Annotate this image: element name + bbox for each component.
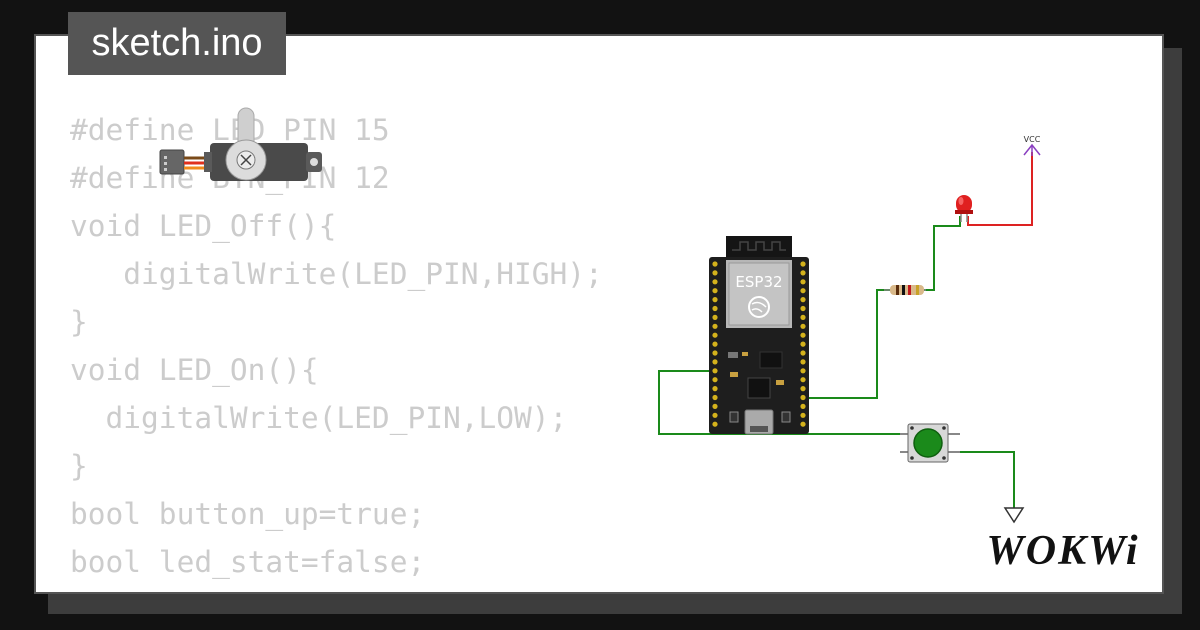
- esp32-board[interactable]: ESP32: [709, 236, 809, 435]
- code-line: void LED_On(){: [70, 353, 319, 387]
- header-pin[interactable]: [712, 305, 718, 312]
- led[interactable]: [955, 195, 973, 222]
- boot-button[interactable]: [781, 411, 791, 423]
- code-line: void LED_Off(){: [70, 209, 337, 243]
- preview-card: #define LED_PIN 15#define BTN_PIN 12void…: [34, 34, 1164, 594]
- header-pin[interactable]: [800, 359, 806, 365]
- code-listing: #define LED_PIN 15#define BTN_PIN 12void…: [70, 106, 603, 586]
- header-pin[interactable]: [712, 421, 718, 427]
- code-line: digitalWrite(LED_PIN,HIGH);: [70, 257, 603, 291]
- header-pin[interactable]: [800, 368, 806, 374]
- en-button[interactable]: [729, 411, 739, 423]
- resistor[interactable]: [884, 285, 926, 295]
- header-pin[interactable]: [800, 341, 806, 347]
- header-pin[interactable]: [800, 403, 806, 409]
- code-line: }: [70, 305, 88, 339]
- header-pin[interactable]: [712, 394, 718, 401]
- header-pin[interactable]: [712, 288, 718, 294]
- pin-header-left: [712, 261, 718, 427]
- header-pin[interactable]: [712, 270, 718, 276]
- header-pin[interactable]: [800, 323, 806, 329]
- header-pin[interactable]: [712, 341, 718, 347]
- header-pin[interactable]: [800, 394, 806, 401]
- wokwi-logo: WOKWi: [986, 528, 1139, 574]
- vcc-symbol[interactable]: VCC: [1023, 135, 1041, 156]
- vcc-label: VCC: [1024, 135, 1041, 144]
- header-pin[interactable]: [800, 386, 806, 392]
- header-pin[interactable]: [800, 314, 806, 320]
- header-pin[interactable]: [712, 279, 718, 285]
- pin-header-right: [800, 261, 806, 427]
- code-line: bool button_up=true;: [70, 497, 426, 531]
- code-line: #define LED_PIN 15: [70, 113, 390, 147]
- header-pin[interactable]: [712, 412, 718, 418]
- header-pin[interactable]: [800, 261, 806, 267]
- code-line: bool led_stat=false;: [70, 545, 426, 579]
- header-pin[interactable]: [800, 288, 806, 294]
- header-pin[interactable]: [712, 297, 718, 303]
- header-pin[interactable]: [712, 314, 718, 320]
- board-label: ESP32: [735, 273, 782, 291]
- header-pin[interactable]: [800, 412, 806, 418]
- header-pin[interactable]: [800, 270, 806, 276]
- wokwi-logo-text: WOKWi: [986, 528, 1139, 574]
- pushbutton[interactable]: [900, 423, 960, 463]
- wire-resistor-to-board[interactable]: [808, 289, 893, 399]
- servo[interactable]: [159, 107, 322, 181]
- espressif-logo-icon: [748, 296, 770, 318]
- header-pin[interactable]: [712, 377, 718, 383]
- header-pin[interactable]: [712, 261, 718, 267]
- header-pin[interactable]: [712, 386, 718, 392]
- code-line: }: [70, 449, 88, 483]
- header-pin[interactable]: [712, 332, 718, 338]
- header-pin[interactable]: [712, 350, 718, 356]
- wire-button-to-ground[interactable]: [950, 451, 1015, 508]
- header-pin[interactable]: [800, 350, 806, 356]
- header-pin[interactable]: [712, 359, 718, 365]
- header-pin[interactable]: [800, 377, 806, 383]
- header-pin[interactable]: [712, 403, 718, 409]
- header-pin[interactable]: [800, 297, 806, 303]
- header-pin[interactable]: [800, 332, 806, 338]
- header-pin[interactable]: [800, 305, 806, 312]
- wire-resistor-to-led[interactable]: [922, 216, 961, 291]
- header-pin[interactable]: [712, 368, 718, 374]
- ground-symbol[interactable]: [1003, 507, 1025, 524]
- wire-led-to-vcc[interactable]: [967, 152, 1033, 226]
- header-pin[interactable]: [800, 421, 806, 427]
- file-tab[interactable]: sketch.ino: [68, 12, 286, 75]
- code-line: digitalWrite(LED_PIN,LOW);: [70, 401, 568, 435]
- header-pin[interactable]: [712, 323, 718, 329]
- header-pin[interactable]: [800, 279, 806, 285]
